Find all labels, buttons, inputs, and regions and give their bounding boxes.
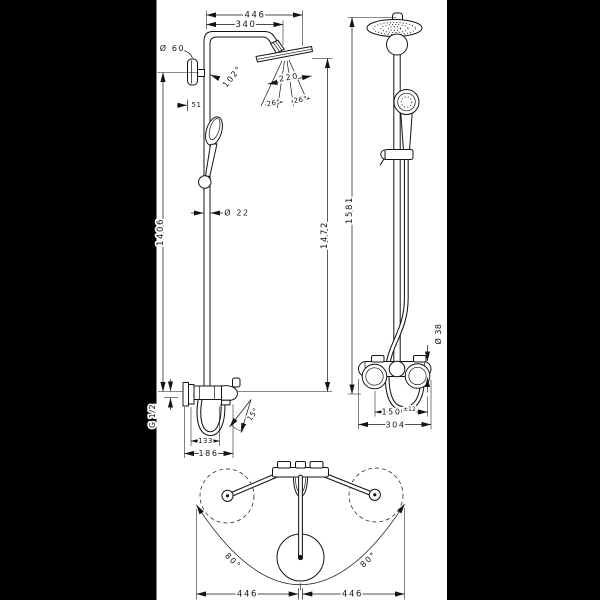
- overhead-shower-side: [366, 12, 423, 56]
- dim-label-valve-width: 304: [385, 420, 405, 429]
- dim-label-thread: G 1/2: [148, 404, 157, 428]
- overhead-shower-front: [255, 46, 313, 63]
- swivel-position-left: [199, 468, 255, 524]
- dim-label-overall-width: 446: [244, 11, 265, 21]
- dim-label-spout-reach: 186: [198, 449, 218, 458]
- riser-pipe-and-arm: [203, 31, 278, 387]
- dim-label-supply-distance: 150: [381, 408, 401, 417]
- hand-shower-side: [393, 89, 420, 152]
- dim-label-head-height: 1472: [320, 221, 330, 249]
- dim-label-bracket-height: 1406: [156, 218, 166, 246]
- dim-label-arm-projection: 340: [235, 20, 256, 30]
- dim-head-height: 1472: [312, 58, 333, 392]
- overhead-shower-top-view: [276, 474, 325, 582]
- dim-supply-distance: 150 ±12: [374, 391, 428, 418]
- valve-escutcheon: [388, 360, 406, 378]
- dim-wall-offset: 51: [177, 99, 203, 111]
- dim-label-supply-tolerance: ±12: [403, 407, 416, 413]
- hand-shower-front: [198, 116, 223, 189]
- dim-thread: G 1/2: [146, 379, 178, 430]
- dim-spout-center: 133: [190, 406, 220, 447]
- thermostat-valve: [358, 355, 432, 390]
- arm-connector: [270, 39, 285, 54]
- dim-bracket-height: 1406: [154, 72, 199, 392]
- dim-spout-reach: 186: [184, 404, 234, 460]
- tub-spout: [221, 385, 238, 401]
- riser-pipe-side: [393, 32, 401, 362]
- hand-shower-holder: [379, 149, 414, 166]
- dim-label-bracket-diameter: Ø 60: [160, 43, 185, 53]
- shower-hose: [384, 155, 425, 411]
- side-view: 1581 Ø 38 150 ±12: [343, 12, 445, 431]
- dim-valve-diameter: Ø 38: [424, 322, 445, 393]
- dim-label-valve-diameter: Ø 38: [433, 323, 443, 344]
- dim-pipe-diameter: Ø 22: [191, 206, 250, 219]
- dim-bracket-diameter: Ø 60: [158, 41, 193, 59]
- dim-reach: 446 446: [196, 508, 405, 600]
- diverter-knob: [232, 377, 241, 388]
- dim-label-reach-left: 446: [237, 589, 258, 599]
- dim-total-height: 1581: [343, 17, 396, 395]
- dim-label-wall-offset: 51: [192, 101, 202, 109]
- dim-label-spout-center: 133: [198, 437, 213, 445]
- dim-arm-projection: 340: [206, 18, 284, 45]
- spout-outlet: [221, 399, 231, 406]
- dim-valve-width: 304: [358, 379, 432, 431]
- dim-label-reach-right: 446: [342, 589, 363, 599]
- bath-mixer: [182, 377, 241, 436]
- dim-label-pipe-diameter: Ø 22: [224, 208, 249, 218]
- wall-bracket: [187, 58, 205, 86]
- top-view: 80° 80° 446 446: [196, 461, 405, 600]
- swivel-position-right: [348, 467, 404, 523]
- dim-overall-width: 446: [206, 9, 303, 46]
- dim-label-total-height: 1581: [345, 196, 355, 224]
- swivel-ring: [386, 33, 408, 56]
